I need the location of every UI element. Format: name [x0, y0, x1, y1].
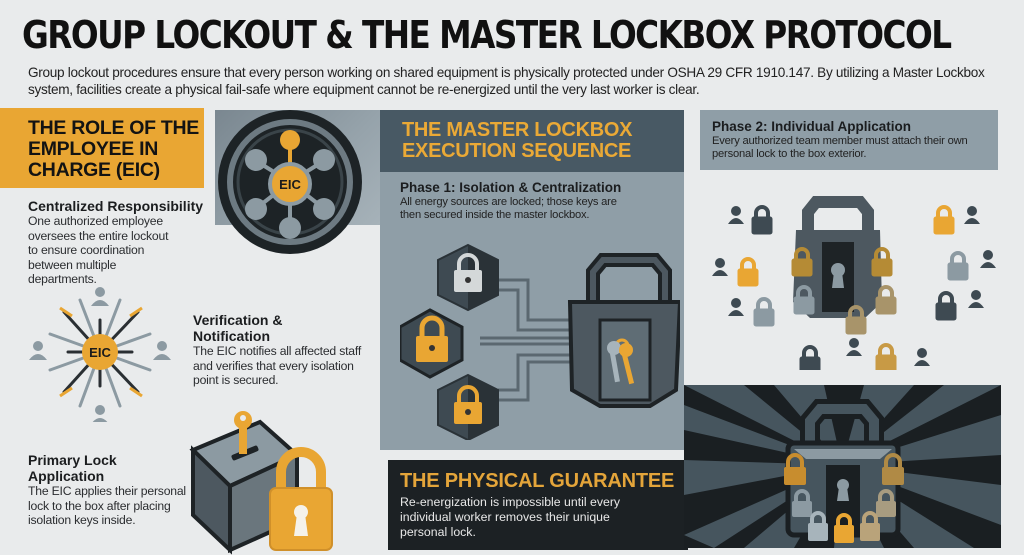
guarantee-burst-icon [684, 385, 1001, 548]
phase-body: Every authorized team member must attach… [712, 135, 968, 160]
phase-body: All energy sources are locked; those key… [400, 196, 617, 221]
eic-notification-icon: EIC [20, 282, 180, 422]
guarantee-section: THE PHYSICAL GUARANTEE Re-energization i… [388, 460, 688, 550]
eic-item-primary-lock: Primary Lock Application The EIC applies… [28, 452, 213, 528]
isolation-lockbox-icon [400, 240, 680, 440]
eic-section-title: THE ROLE OF THE EMPLOYEE IN CHARGE (EIC) [28, 117, 200, 181]
eic-section-header: THE ROLE OF THE EMPLOYEE IN CHARGE (EIC) [0, 108, 204, 188]
eic-item-heading: Centralized Responsibility [28, 198, 204, 214]
svg-text:EIC: EIC [89, 345, 111, 360]
page-title: GROUP LOCKOUT & THE MASTER LOCKBOX PROTO… [22, 13, 952, 57]
individual-locks-icon [700, 190, 1000, 370]
eic-item-heading: Verification & Notification [193, 312, 283, 344]
eic-item-heading: Primary Lock Application [28, 452, 117, 484]
lockbox-key-icon [185, 410, 355, 555]
sequence-title: THE MASTER LOCKBOX EXECUTION SEQUENCE [402, 119, 633, 162]
page-subtitle: Group lockout procedures ensure that eve… [28, 65, 985, 97]
phase-2: Phase 2: Individual Application Every au… [700, 110, 998, 170]
eic-item-centralized: Centralized Responsibility One authorize… [28, 198, 218, 287]
phase-1: Phase 1: Isolation & Centralization All … [400, 180, 670, 222]
eic-hub-icon: EIC [215, 110, 365, 270]
sequence-header: THE MASTER LOCKBOX EXECUTION SEQUENCE [380, 110, 684, 172]
eic-item-body: One authorized employee oversees the ent… [28, 214, 169, 286]
phase-heading: Phase 1: Isolation & Centralization [400, 180, 622, 195]
svg-text:EIC: EIC [279, 177, 301, 192]
eic-item-body: The EIC applies their personal lock to t… [28, 484, 186, 527]
guarantee-title: THE PHYSICAL GUARANTEE [400, 470, 675, 492]
eic-item-verification: Verification & Notification The EIC noti… [193, 312, 383, 388]
guarantee-body: Re-energization is impossible until ever… [400, 495, 621, 539]
eic-item-body: The EIC notifies all affected staff and … [193, 344, 362, 387]
phase-heading: Phase 2: Individual Application [712, 119, 912, 134]
